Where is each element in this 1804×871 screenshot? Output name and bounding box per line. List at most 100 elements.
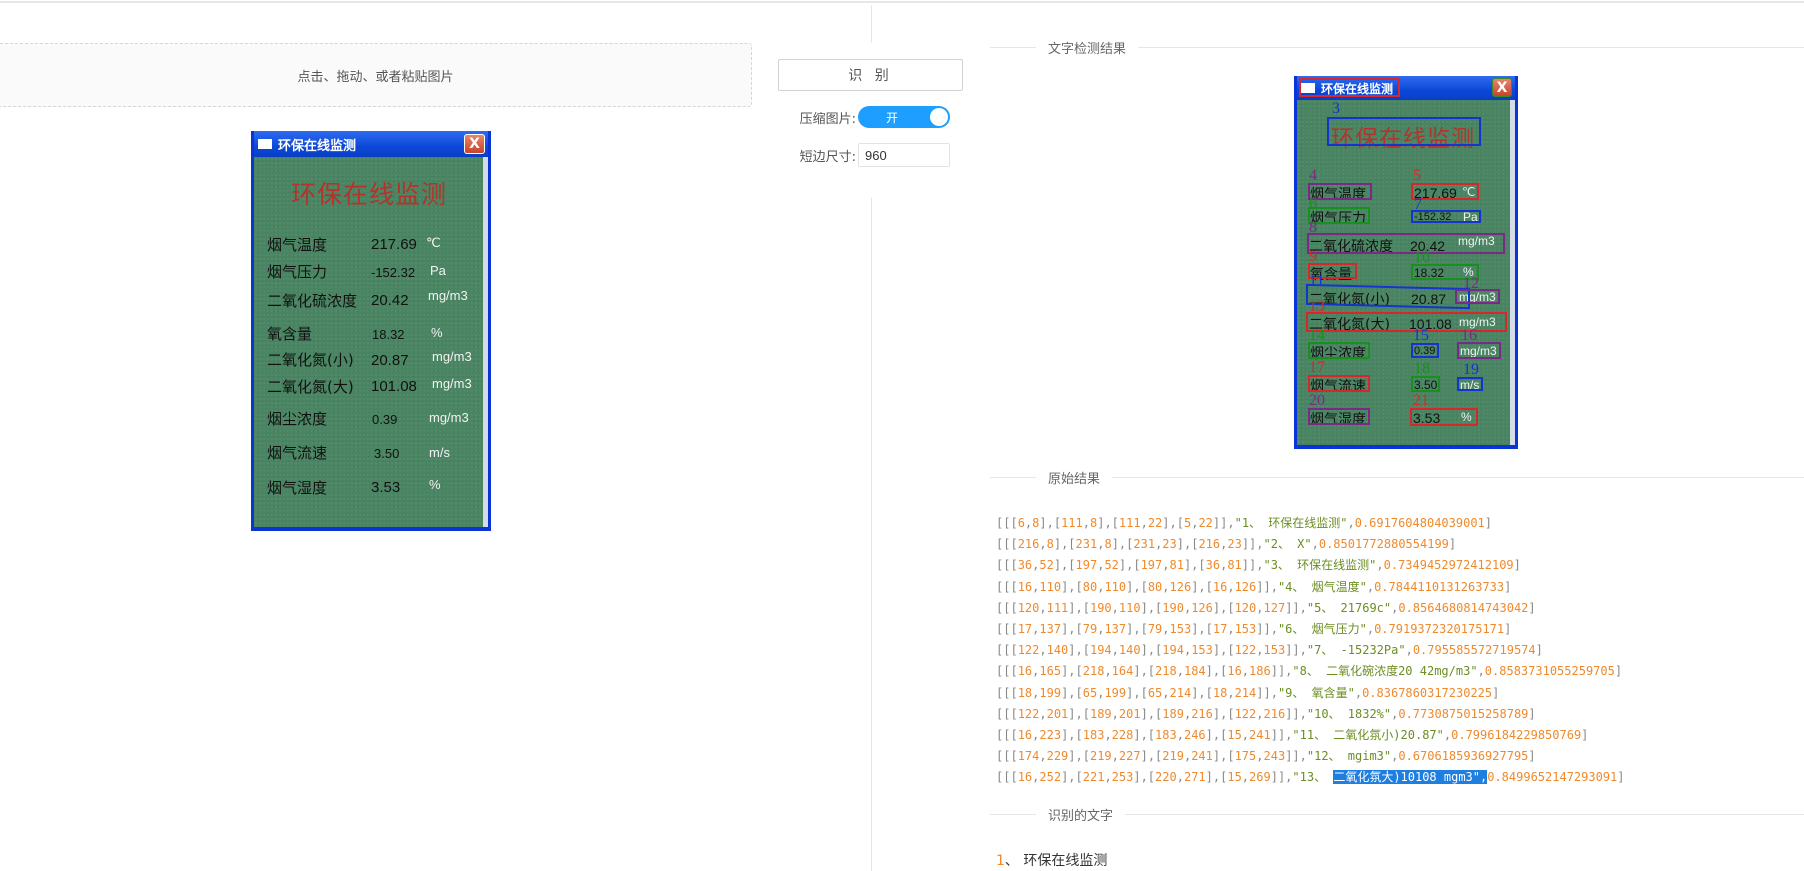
detection-box [1411, 343, 1439, 358]
image-upload-dropzone[interactable]: 点击、拖动、或者粘贴图片 [0, 43, 752, 107]
upload-placeholder: 点击、拖动、或者粘贴图片 [297, 69, 454, 85]
detection-index: 15 [1413, 327, 1429, 344]
row-value: 20.87 [1411, 291, 1447, 307]
panel-divider [871, 5, 872, 43]
raw-result-line[interactable]: [[[16,252],[221,253],[220,271],[15,269]]… [996, 770, 1625, 785]
row-unit: mg/m3 [428, 288, 468, 303]
ocr-controls: 识 别 压缩图片: 开 短边尺寸: [778, 59, 963, 167]
compress-label: 压缩图片: [799, 111, 856, 127]
raw-result-line[interactable]: [[[18,199],[65,199],[65,214],[18,214]],"… [996, 685, 1500, 700]
raw-result-line[interactable]: [[[17,137],[79,137],[79,153],[17,153]],"… [996, 622, 1512, 637]
short-side-label: 短边尺寸: [799, 149, 856, 165]
row-unit: ℃ [426, 235, 441, 250]
detection-box [1308, 207, 1370, 224]
row-unit: mg/m3 [432, 349, 472, 364]
row-label: 二氧化氮(大) [1309, 317, 1390, 333]
row-label: 氧含量 [267, 325, 313, 343]
row-value: 0.39 [372, 412, 398, 427]
short-side-input[interactable] [858, 143, 950, 167]
row-unit: Pa [1463, 210, 1478, 224]
raw-result-line[interactable]: [[[122,201],[189,201],[189,216],[122,216… [996, 706, 1536, 721]
row-unit: mg/m3 [432, 376, 472, 391]
row-unit: mg/m3 [1459, 315, 1496, 329]
detection-index: 19 [1463, 361, 1479, 378]
detection-index: 3 [1332, 100, 1340, 117]
row-value: -152.32 [371, 265, 416, 280]
window-icon [1301, 83, 1315, 93]
window-icon [258, 139, 272, 149]
close-icon: X [1492, 78, 1512, 97]
detection-index: 10 [1414, 249, 1430, 266]
row-unit: mg/m3 [429, 410, 469, 425]
raw-result-line[interactable]: [[[120,111],[190,110],[190,126],[120,127… [996, 600, 1536, 615]
recognized-index: 1 [996, 853, 1005, 869]
raw-result-line[interactable]: [[[6,8],[111,8],[111,22],[5,22]],"1、 环保在… [996, 516, 1493, 530]
recognize-button[interactable]: 识 别 [778, 59, 963, 91]
detection-box [1411, 210, 1481, 223]
detection-index: 4 [1309, 167, 1317, 184]
divider [1112, 476, 1804, 478]
row-label: 二氧化硫浓度 [1309, 239, 1393, 255]
detection-box [1455, 289, 1500, 304]
row-value: 20.42 [371, 292, 409, 309]
row-value: -152.32 [1414, 211, 1452, 223]
window-title: 环保在线监测 [1321, 81, 1394, 96]
close-icon: X [464, 134, 485, 154]
row-value: 101.08 [371, 378, 417, 395]
raw-result-line[interactable]: [[[122,140],[194,140],[194,153],[122,153… [996, 643, 1543, 658]
detection-index: 6 [1309, 195, 1317, 212]
row-unit: mg/m3 [1458, 234, 1495, 248]
row-label: 二氧化氮(大) [267, 378, 354, 396]
window-titlebar: 环保在线监测 X [254, 131, 488, 157]
raw-result-line[interactable]: [[[216,8],[231,8],[231,23],[216,23]],"2、… [996, 537, 1457, 552]
row-value: 18.32 [372, 327, 405, 342]
image-heading: 环保在线监测 [1331, 126, 1475, 152]
row-unit: mg/m3 [1459, 290, 1496, 304]
raw-result-line[interactable]: [[[16,110],[80,110],[80,126],[16,126]],"… [996, 579, 1512, 594]
detection-box [1308, 375, 1370, 392]
section-label: 识别的文字 [1048, 808, 1114, 824]
row-value: 20.42 [1410, 238, 1446, 254]
raw-result-line[interactable]: [[[36,52],[197,52],[197,81],[36,81]],"3、… [996, 558, 1521, 573]
row-unit: % [429, 477, 441, 492]
detection-index: 16 [1461, 327, 1477, 344]
row-value: 217.69 [1414, 185, 1457, 201]
window-body: 环保在线监测 3 烟气温度 4 217.69 ℃ 5 烟气压力 6 -152.3… [1297, 100, 1515, 445]
window-title: 环保在线监测 [278, 138, 357, 154]
detection-index: 11 [1309, 273, 1325, 290]
detection-index: 17 [1309, 359, 1325, 376]
row-value: 20.87 [371, 352, 409, 369]
section-recognized-title: 识别的文字 [990, 804, 1804, 824]
recognized-text: 环保在线监测 [1023, 853, 1108, 869]
detection-index: 8 [1309, 219, 1317, 236]
detection-box [1308, 263, 1357, 279]
section-label: 文字检测结果 [1048, 41, 1127, 57]
detection-index: 21 [1413, 392, 1429, 409]
uploaded-image-preview: 环保在线监测 X 环保在线监测 烟气温度 217.69 ℃ 烟气压力 -152.… [251, 131, 491, 531]
detection-box [1308, 183, 1372, 200]
detection-result-image: 环保在线监测 X 环保在线监测 3 烟气温度 4 217.69 ℃ 5 烟气压力… [1294, 76, 1518, 449]
row-label: 烟气温度 [267, 236, 328, 254]
divider [1138, 46, 1804, 48]
row-unit: Pa [430, 263, 446, 278]
row-label: 氧含量 [1310, 267, 1352, 283]
panel-divider [871, 198, 872, 871]
detection-index: 5 [1413, 167, 1421, 184]
detection-index: 7 [1414, 196, 1422, 213]
detection-box [1307, 233, 1505, 254]
top-divider [0, 0, 1804, 3]
raw-result-line[interactable]: [[[174,229],[219,227],[219,241],[175,243… [996, 749, 1536, 764]
row-value: 3.50 [374, 446, 400, 461]
detection-box [1299, 78, 1400, 97]
raw-results-list[interactable]: [[[6,8],[111,8],[111,22],[5,22]],"1、 环保在… [996, 513, 1625, 789]
row-label: 二氧化氮(小) [267, 351, 354, 369]
section-raw-title: 原始结果 [990, 467, 1804, 487]
row-unit: m/s [429, 445, 450, 460]
detection-box [1411, 264, 1479, 280]
row-value: 3.53 [1413, 410, 1441, 426]
toggle-knob [930, 108, 948, 126]
raw-result-line[interactable]: [[[16,223],[183,228],[183,246],[15,241]]… [996, 728, 1589, 743]
row-value: 18.32 [1414, 266, 1445, 280]
compress-toggle[interactable]: 开 [858, 106, 950, 128]
raw-result-line[interactable]: [[[16,165],[218,164],[218,184],[16,186]]… [996, 664, 1623, 679]
